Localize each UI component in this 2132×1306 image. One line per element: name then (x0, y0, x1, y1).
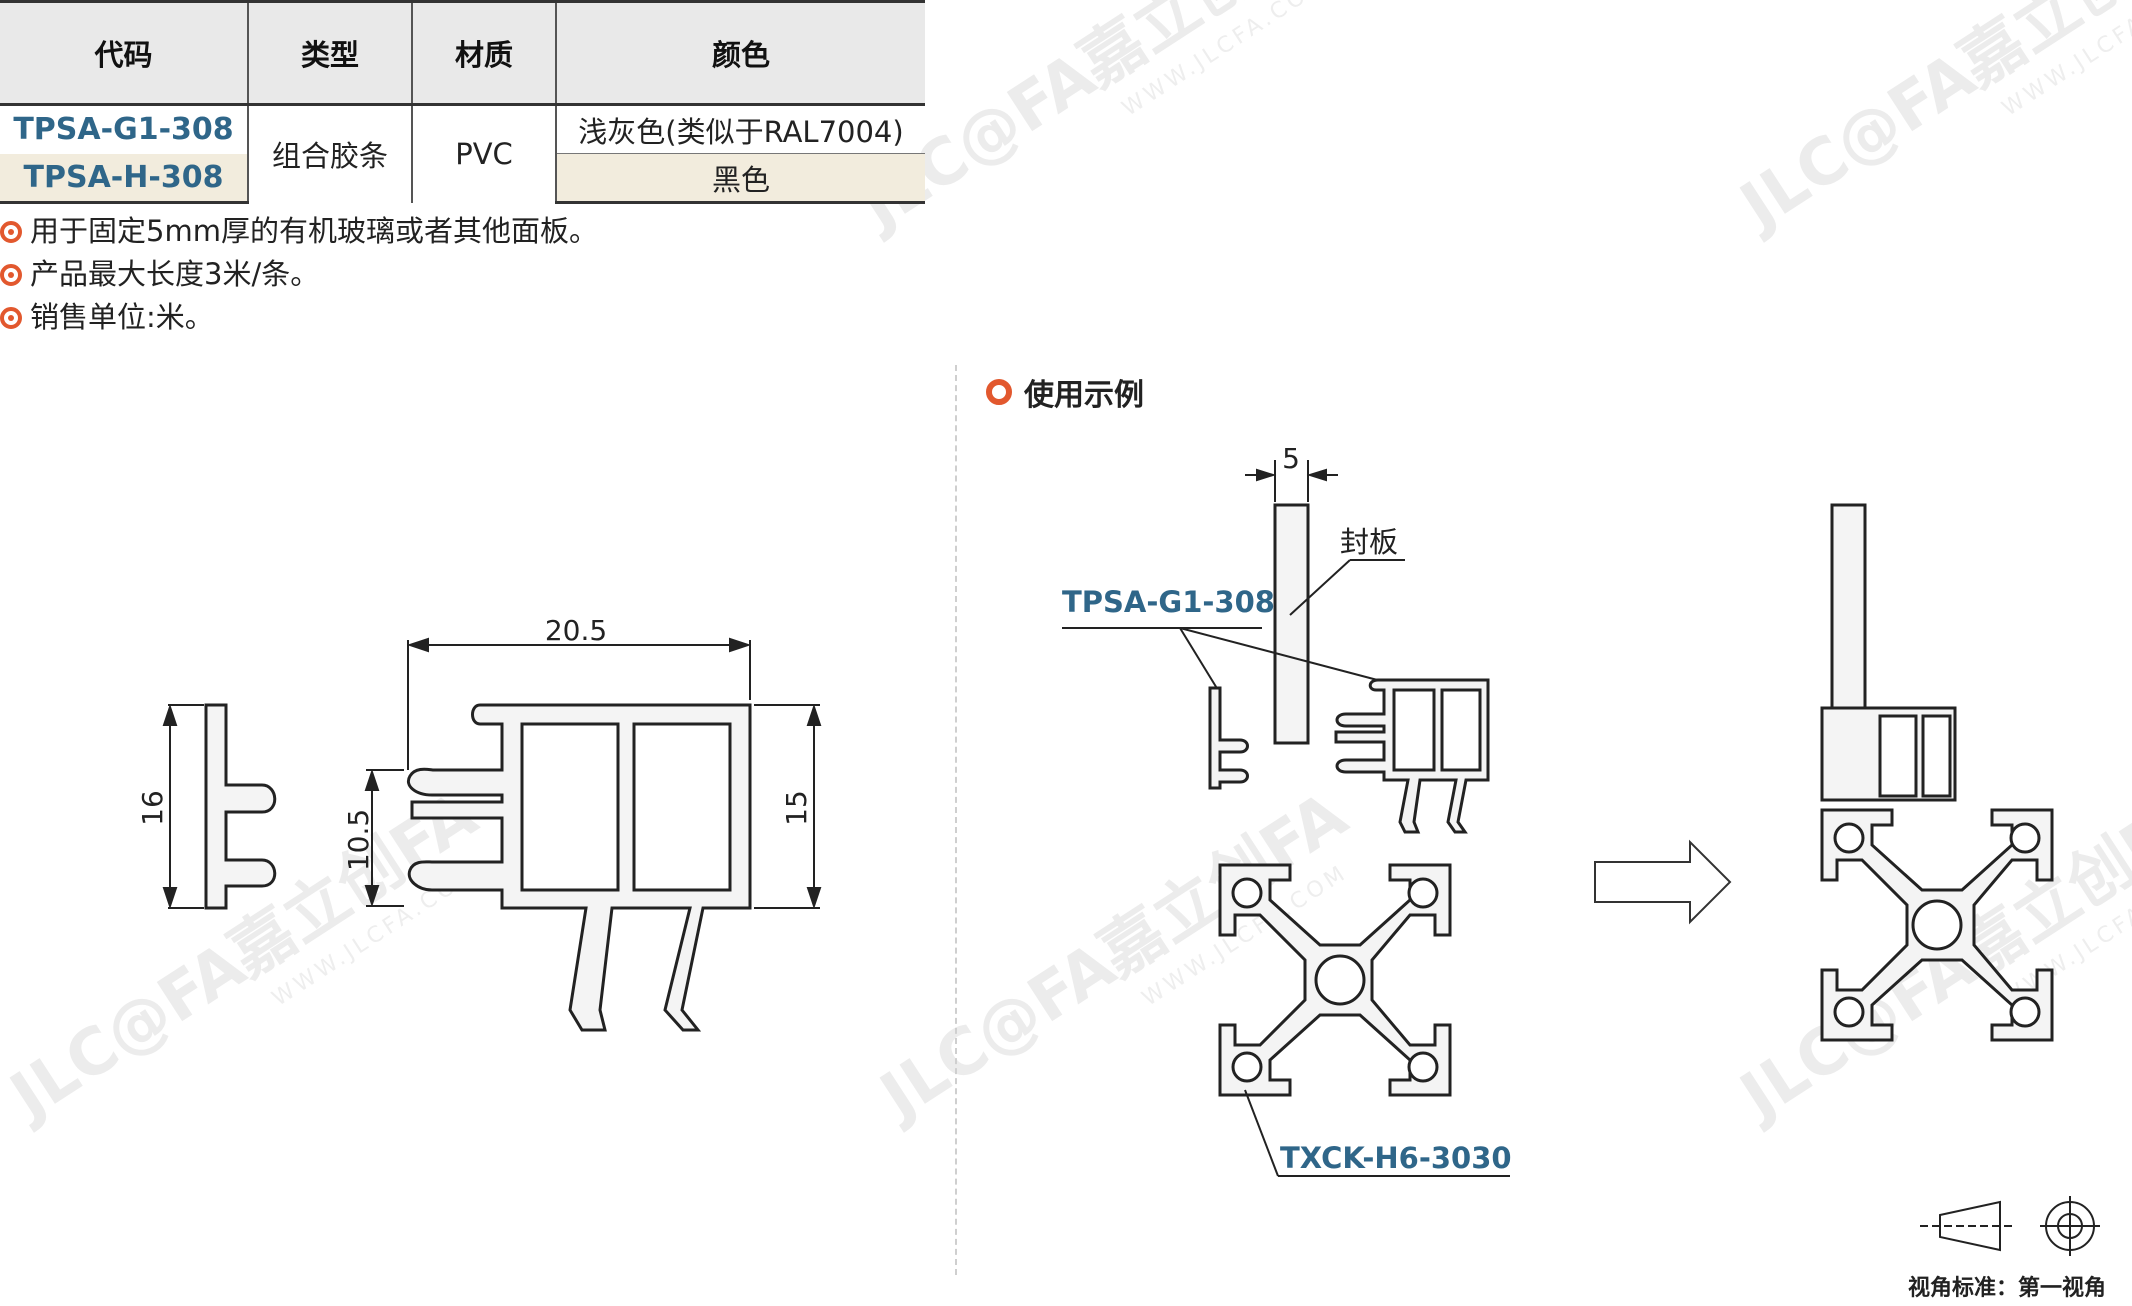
panel-board (1273, 503, 1310, 745)
header-type: 类型 (248, 0, 413, 106)
projection-symbol-icon (1920, 1196, 2100, 1256)
assembled-view (1820, 503, 2054, 1042)
dim-left-height-label: 16 (136, 790, 169, 826)
table-row: TPSA-H-308 黑色 (0, 153, 925, 204)
watermark-logo: JLC@FA (1725, 39, 1988, 246)
strip-small-piece (204, 703, 277, 910)
note-text: 用于固定5mm厚的有机玻璃或者其他面板。 (30, 214, 598, 248)
dim-outer-height (754, 703, 822, 910)
bullet-icon (0, 220, 22, 243)
dim-outer-height-label: 15 (780, 790, 813, 826)
header-code: 代码 (0, 0, 249, 106)
dim-width-label: 20.5 (545, 614, 607, 647)
header-material: 材质 (412, 0, 557, 106)
arrow-icon (1594, 839, 1732, 925)
spec-table: 代码 类型 材质 颜色 TPSA-G1-308 组合胶条 PVC 浅灰色(类似于… (0, 0, 925, 204)
cell-color: 黑色 (556, 153, 925, 204)
cell-color: 浅灰色(类似于RAL7004) (556, 104, 925, 154)
notes-list: 用于固定5mm厚的有机玻璃或者其他面板。 产品最大长度3米/条。 销售单位:米。 (0, 210, 598, 339)
note-text: 产品最大长度3米/条。 (30, 257, 320, 291)
profile-code-label: TXCK-H6-3030 (1280, 1141, 1512, 1175)
watermark-logo: JLC@FA (865, 929, 1128, 1136)
dim-left-height (162, 703, 204, 910)
dim-inner-height-label: 10.5 (342, 809, 375, 871)
cell-code: TPSA-H-308 (0, 153, 249, 204)
strip-main-profile-exploded (1334, 678, 1490, 834)
usage-section-title: 使用示例 (986, 370, 1144, 414)
panel-label: 封板 (1340, 525, 1398, 559)
bullet-icon (0, 306, 22, 329)
view-standard-label: 视角标准：第一视角 (1908, 1276, 2107, 1301)
dim-panel-thickness (1245, 460, 1338, 502)
aluminium-profile-exploded (1218, 863, 1452, 1097)
list-item: 用于固定5mm厚的有机玻璃或者其他面板。 (0, 210, 598, 253)
dim-panel-thickness-label: 5 (1282, 442, 1300, 475)
strip-small-piece-exploded (1208, 686, 1249, 790)
usage-title-text: 使用示例 (1024, 378, 1144, 413)
table-row: TPSA-G1-308 组合胶条 PVC 浅灰色(类似于RAL7004) (0, 104, 925, 203)
strip-main-profile (407, 703, 752, 1032)
section-divider (955, 365, 957, 1275)
dim-inner-height (364, 768, 404, 908)
cell-code: TPSA-G1-308 (0, 104, 249, 154)
dim-width (406, 637, 752, 770)
ring-icon (986, 379, 1012, 405)
cell-material: PVC (412, 104, 557, 203)
strip-code-label: TPSA-G1-308 (1062, 585, 1275, 619)
note-text: 销售单位:米。 (30, 300, 214, 334)
watermark-logo: JLC@FA (0, 929, 258, 1136)
bullet-icon (0, 263, 22, 286)
cell-type: 组合胶条 (248, 104, 413, 203)
header-color: 颜色 (556, 0, 925, 106)
list-item: 产品最大长度3米/条。 (0, 253, 598, 296)
list-item: 销售单位:米。 (0, 296, 598, 339)
